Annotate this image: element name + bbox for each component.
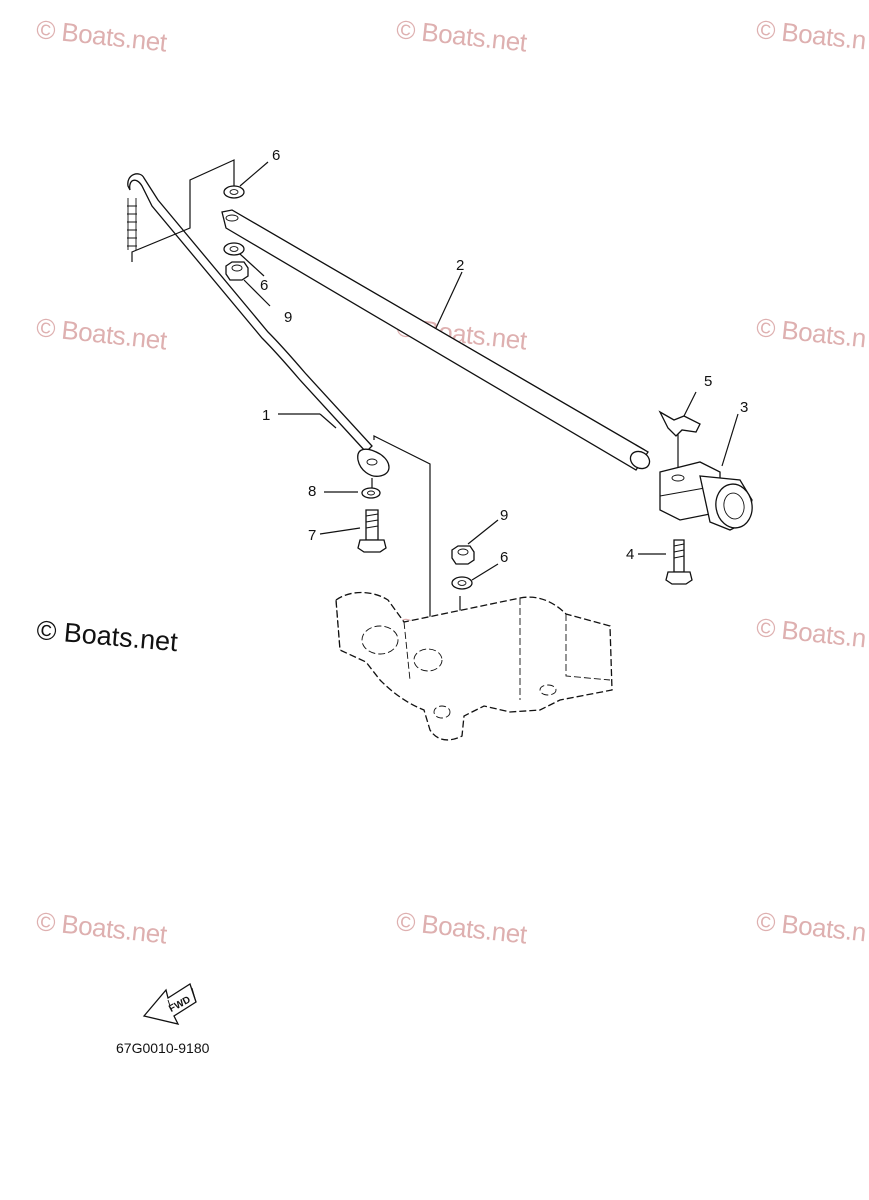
part-washer-6 bbox=[451, 576, 473, 590]
part-bolt-7 bbox=[357, 509, 387, 553]
part-grip-3 bbox=[659, 461, 753, 531]
part-bolt-4 bbox=[665, 539, 693, 585]
callout-1: 1 bbox=[262, 407, 270, 424]
part-tube-2 bbox=[221, 209, 651, 471]
part-nut-9 bbox=[451, 545, 475, 565]
part-nut-9 bbox=[225, 261, 249, 281]
part-washer-6 bbox=[223, 242, 245, 256]
callout-leaders bbox=[239, 161, 739, 581]
callout-7: 7 bbox=[308, 527, 316, 544]
part-wing-nut-5 bbox=[658, 410, 701, 437]
callout-9: 9 bbox=[500, 507, 508, 524]
part-washer-8 bbox=[361, 487, 381, 499]
callout-6: 6 bbox=[500, 549, 508, 566]
part-washer-6 bbox=[223, 185, 245, 199]
part-rod-1 bbox=[127, 173, 390, 477]
callout-4: 4 bbox=[626, 546, 634, 563]
part-number: 67G0010-9180 bbox=[116, 1040, 210, 1056]
callout-5: 5 bbox=[704, 373, 712, 390]
leader-lines bbox=[131, 159, 679, 620]
part-bracket-casting bbox=[335, 591, 613, 741]
callout-8: 8 bbox=[308, 483, 316, 500]
fwd-arrow-icon: FWD bbox=[142, 983, 197, 1025]
callout-6: 6 bbox=[260, 277, 268, 294]
callout-3: 3 bbox=[740, 399, 748, 416]
callout-9: 9 bbox=[284, 309, 292, 326]
callout-6: 6 bbox=[272, 147, 280, 164]
callout-2: 2 bbox=[456, 257, 464, 274]
